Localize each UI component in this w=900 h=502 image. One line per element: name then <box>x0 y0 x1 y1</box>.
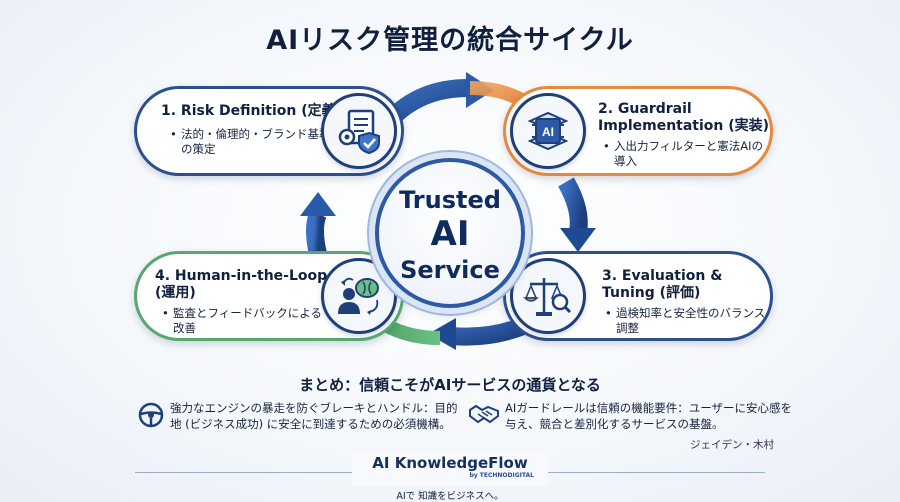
brand-tagline: AIで 知識をビジネスへ。 <box>396 491 504 502</box>
steering-wheel-icon <box>138 402 164 428</box>
ai-chip-layers-icon: AI <box>510 93 586 169</box>
arrow-left-head <box>300 192 336 216</box>
card-risk-definition: 1. Risk Definition (定義) •法的・倫理的・ブランド基準の策… <box>134 86 404 176</box>
arrow-left <box>306 210 327 257</box>
center-line1: Trusted <box>399 186 501 214</box>
card-heading-line1: 3. Evaluation & <box>602 268 723 284</box>
arrow-bottom-head <box>428 318 456 350</box>
center-line3: Service <box>400 256 500 284</box>
card-evaluation-tuning: 3. Evaluation & Tuning (評価) •過検知率と安全性のバラ… <box>503 251 773 341</box>
person-brain-cycle-icon <box>321 258 397 334</box>
card-heading: 2. Guardrail Implementation (実装) <box>598 101 769 135</box>
card-bullet: •監査とフィードバックによる改善 <box>162 306 322 335</box>
card-heading-line1: 2. Guardrail <box>598 101 692 117</box>
brand-logo: AI KnowledgeFlow by TECHNODIGITAL <box>352 452 548 486</box>
card-heading: 3. Evaluation & Tuning (評価) <box>602 268 722 302</box>
card-heading: 4. Human-in-the-Loop (運用) <box>155 268 327 302</box>
arrow-right <box>558 177 588 234</box>
brand-byline: by TECHNODIGITAL <box>469 472 535 479</box>
card-human-in-the-loop: 4. Human-in-the-Loop (運用) •監査とフィードバックによる… <box>134 251 404 341</box>
card-guardrail-implementation: AI 2. Guardrail Implementation (実装) •入出力… <box>503 86 773 176</box>
card-heading-line2: (運用) <box>155 285 196 301</box>
page-title: AIリスク管理の統合サイクル <box>266 25 634 56</box>
trusted-ai-service-hub: Trusted AI Service <box>375 158 525 308</box>
summary-title: まとめ：信頼こそがAIサービスの通貨となる <box>299 376 601 394</box>
author-credit: ジェイデン・木村 <box>690 439 774 451</box>
handshake-icon <box>469 404 499 424</box>
card-bullet: •過検知率と安全性のバランス調整 <box>605 306 766 335</box>
arrow-right-head <box>560 228 596 252</box>
center-line2: AI <box>430 214 470 254</box>
arrow-top <box>383 79 469 127</box>
summary-right-text: AIガードレールは信頼の機能要件：ユーザーに安心感を与え、競合と差別化するサービ… <box>505 401 793 431</box>
card-heading-line1: 4. Human-in-the-Loop <box>155 268 328 284</box>
balance-scale-magnifier-icon <box>510 258 586 334</box>
document-gear-shield-icon <box>321 93 397 169</box>
card-heading: 1. Risk Definition (定義) <box>161 103 343 119</box>
card-bullet: •法的・倫理的・ブランド基準の策定 <box>170 127 331 156</box>
card-heading-line2: Tuning (評価) <box>602 285 701 301</box>
ai-chip-label: AI <box>542 125 554 139</box>
card-heading-line2: Implementation (実装) <box>598 118 770 134</box>
brand-name: AI KnowledgeFlow <box>372 454 528 472</box>
card-bullet: •入出力フィルターと憲法AIの導入 <box>603 139 764 168</box>
summary-left-text: 強力なエンジンの暴走を防ぐブレーキとハンドル：目的地 (ビジネス成功) に安全に… <box>170 401 458 431</box>
